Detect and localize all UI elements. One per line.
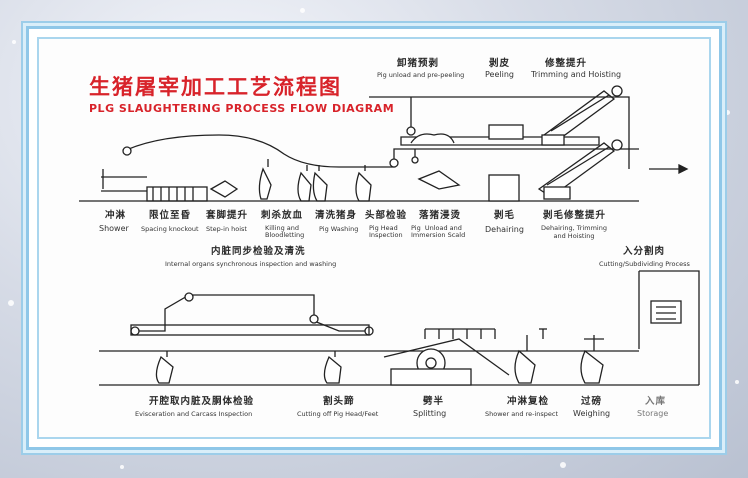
row1-label-washing-zh: 清洗猪身 xyxy=(315,210,358,221)
stage-label-unload-zh: 卸猪预剥 xyxy=(397,58,440,69)
internal-organs-conveyor xyxy=(131,294,369,332)
row1-label-scald-zh: 落猪浸烫 xyxy=(419,210,462,221)
unload-track xyxy=(369,96,630,169)
row1-label-hoist-zh: 套脚提升 xyxy=(206,210,249,221)
peeling-belt xyxy=(400,136,600,146)
diagram-panel: 生猪屠宰加工工艺流程图 PLG SLAUGHTERING PROCESS FLO… xyxy=(37,37,711,439)
row2-label-evisceration-en: Evisceration and Carcass Inspection xyxy=(135,410,253,418)
row1-label-head-en: Pig Head Inspection xyxy=(369,224,403,240)
row1-label-spacing-en: Spacing knockout xyxy=(141,225,199,233)
row1-label-dehair-trim-en: Dehairing, Trimming and Hoisting xyxy=(541,224,607,240)
row1-label-washing-en: Pig Washing xyxy=(319,225,359,233)
row1-label-dehair-trim-zh: 剥毛修整提升 xyxy=(543,210,607,221)
diagram-frame: 生猪屠宰加工工艺流程图 PLG SLAUGHTERING PROCESS FLO… xyxy=(26,26,722,450)
row1-label-spacing-zh: 限位至昏 xyxy=(149,210,192,221)
row2-label-storage-en: Storage xyxy=(637,409,669,418)
stage-label-unload-en: Pig unload and pre-peeling xyxy=(377,71,465,79)
row1-label-hoist-en: Step-in hoist xyxy=(206,225,247,233)
row2-label-cutting-en: Cutting off Pig Head/Feet xyxy=(297,410,379,418)
row1-label-dehair-en: Dehairing xyxy=(485,225,524,234)
cutting-label-en: Cutting/Subdividing Process xyxy=(599,260,690,268)
row1-label-killing-zh: 刺杀放血 xyxy=(261,210,304,221)
stage-label-trimming-en: Trimming and Hoisting xyxy=(531,70,622,79)
diagram-title-en: PLG SLAUGHTERING PROCESS FLOW DIAGRAM xyxy=(89,102,395,115)
process-flow-drawing xyxy=(79,85,700,386)
row1-label-shower-en: Shower xyxy=(99,224,129,233)
row2-label-evisceration-zh: 开腔取内脏及胴体检验 xyxy=(149,396,255,407)
internal-organs-label-en: Internal organs synchronous inspection a… xyxy=(165,260,337,268)
row2-label-weighing-zh: 过磅 xyxy=(581,396,603,407)
row1-label-scald-en: Pig Unload and Immersion Scald xyxy=(411,224,466,240)
row2-label-shower-zh: 冲淋复检 xyxy=(507,396,550,407)
stage-label-peeling-en: Peeling xyxy=(485,70,514,79)
row2-label-weighing-en: Weighing xyxy=(573,409,611,418)
row1-label-shower-zh: 冲淋 xyxy=(105,210,127,221)
stage-label-peeling-zh: 剥皮 xyxy=(489,58,511,69)
row2-label-storage-zh: 入库 xyxy=(645,396,667,407)
row2-label-splitting-en: Splitting xyxy=(413,409,447,418)
cutting-label-zh: 入分割肉 xyxy=(623,246,666,257)
row1-label-dehair-zh: 剥毛 xyxy=(494,210,516,221)
row2-label-shower-en: Shower and re-inspect xyxy=(485,410,559,418)
diagram-title-zh: 生猪屠宰加工工艺流程图 xyxy=(89,75,342,99)
internal-organs-label-zh: 内脏同步检验及清洗 xyxy=(211,246,306,257)
row2-label-splitting-zh: 劈半 xyxy=(423,396,445,407)
row1-label-killing-en: Killing and Bloodletting xyxy=(265,224,305,240)
stage-label-trimming-zh: 修整提升 xyxy=(545,58,588,69)
row1-label-head-zh: 头部检验 xyxy=(365,210,408,221)
row1-overhead-rail xyxy=(123,134,639,168)
row2-label-cutting-zh: 割头蹄 xyxy=(323,396,355,407)
